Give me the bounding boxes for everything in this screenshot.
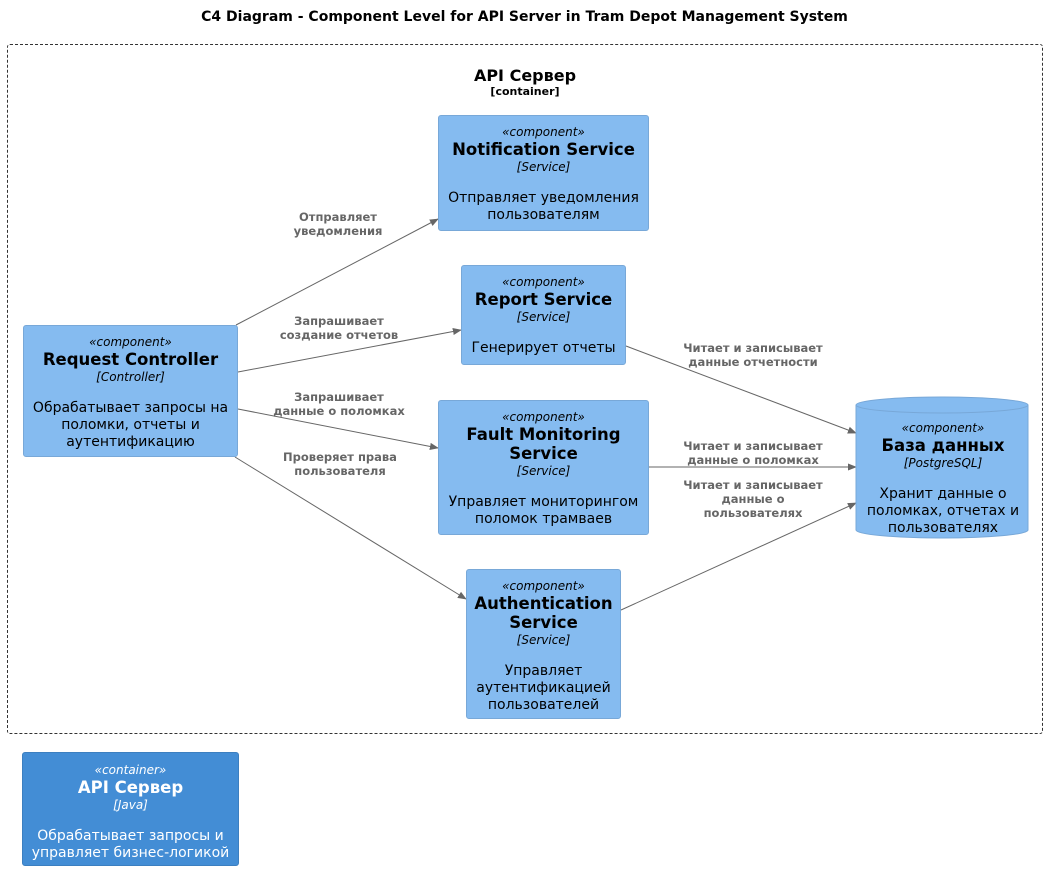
authentication-service-component[interactable]: «component» Authentication Service [Serv…: [466, 569, 621, 719]
diagram-title: C4 Diagram - Component Level for API Ser…: [201, 9, 848, 25]
component-tech: [Controller]: [96, 370, 165, 384]
rel-label-rc-fault: Запрашивает данные о поломках: [273, 390, 405, 418]
rel-label-rc-report: Запрашивает создание отчетов: [279, 314, 399, 342]
notification-service-component[interactable]: «component» Notification Service [Servic…: [438, 115, 649, 231]
container-tech: [Java]: [113, 798, 148, 812]
stereotype: «container»: [94, 763, 167, 777]
component-tech: [Service]: [516, 633, 571, 647]
component-tech: [PostgreSQL]: [903, 456, 983, 470]
stereotype: «component»: [89, 335, 172, 349]
component-tech: [Service]: [516, 310, 571, 324]
component-description: Генерирует отчеты: [471, 340, 616, 356]
rel-label-rc-auth: Проверяет права пользователя: [283, 450, 397, 478]
component-name: Request Controller: [42, 350, 219, 369]
component-description: Управляет аутентификацией пользователей: [476, 663, 611, 713]
container-name: API Сервер: [77, 778, 184, 797]
stereotype: «component»: [502, 125, 585, 139]
stereotype: «component»: [502, 410, 585, 424]
component-name: Fault Monitoring Service: [466, 425, 621, 463]
report-service-component[interactable]: «component» Report Service [Service] Ген…: [461, 265, 626, 365]
stereotype: «component»: [502, 579, 585, 593]
database-component[interactable]: «component» База данных [PostgreSQL] Хра…: [856, 414, 1030, 537]
container-description: Обрабатывает запросы и управляет бизнес-…: [31, 828, 230, 861]
component-name: Notification Service: [452, 140, 635, 159]
edge-rc-auth: [234, 456, 467, 600]
rel-label-auth-db: Читает и записывает данные о пользовател…: [683, 478, 823, 520]
request-controller-component[interactable]: «component» Request Controller [Controll…: [23, 325, 238, 457]
edge-auth-db: [620, 502, 857, 611]
component-tech: [Service]: [516, 160, 571, 174]
component-description: Обрабатывает запросы на поломки, отчеты …: [32, 400, 229, 450]
database-cylinder: [855, 396, 1029, 539]
boundary-type: [container]: [490, 85, 560, 98]
rel-label-rc-notification: Отправляет уведомления: [293, 210, 383, 238]
stereotype: «component»: [502, 275, 585, 289]
stereotype: «component»: [901, 421, 985, 435]
component-description: Хранит данные о поломках, отчетах и поль…: [866, 486, 1020, 536]
edge-rc-notification: [235, 218, 439, 326]
api-server-container[interactable]: «container» API Сервер [Java] Обрабатыва…: [22, 752, 239, 866]
rel-label-report-db: Читает и записывает данные отчетности: [683, 341, 823, 369]
rel-label-fault-db: Читает и записывает данные о поломках: [683, 439, 823, 467]
edge-rc-report: [237, 327, 462, 373]
component-name: Authentication Service: [474, 594, 613, 632]
edge-rc-fault: [237, 408, 439, 450]
boundary-title: API Сервер: [473, 66, 577, 85]
component-description: Отправляет уведомления пользователям: [448, 190, 639, 223]
component-description: Управляет мониторингом поломок трамваев: [448, 494, 639, 527]
component-name: База данных: [881, 436, 1005, 455]
fault-monitoring-service-component[interactable]: «component» Fault Monitoring Service [Se…: [438, 400, 649, 535]
edge-report-db: [625, 345, 857, 434]
component-tech: [Service]: [516, 464, 571, 478]
container-boundary: API Сервер [container]: [7, 44, 1043, 734]
component-name: Report Service: [474, 290, 613, 309]
